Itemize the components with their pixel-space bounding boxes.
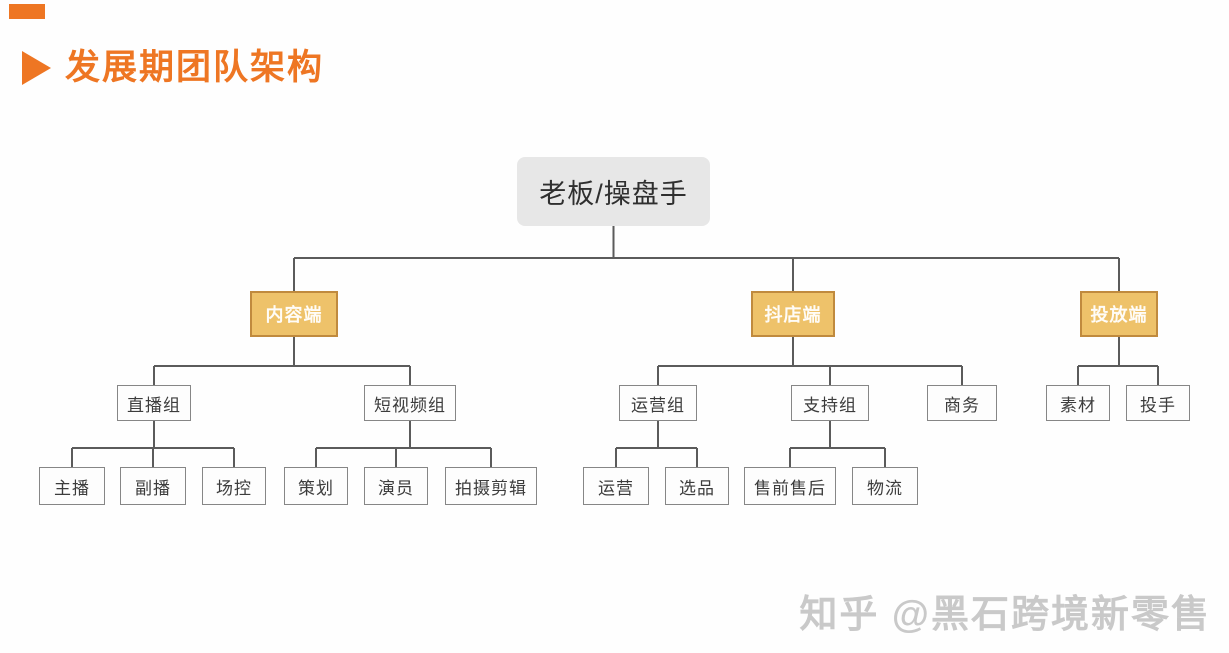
node-media-buyer: 投手 bbox=[1126, 385, 1190, 421]
watermark: 知乎 @黑石跨境新零售 bbox=[799, 594, 1211, 636]
node-livestream-group: 直播组 bbox=[117, 385, 191, 421]
node-operations-group: 运营组 bbox=[619, 385, 697, 421]
node-host: 主播 bbox=[39, 467, 105, 505]
node-content-side: 内容端 bbox=[250, 291, 338, 337]
node-product-selection: 选品 bbox=[665, 467, 729, 505]
node-scene-control: 场控 bbox=[202, 467, 266, 505]
page-header: 发展期团队架构 bbox=[22, 50, 324, 85]
node-actor: 演员 bbox=[364, 467, 428, 505]
node-short-video-group: 短视频组 bbox=[364, 385, 456, 421]
node-co-host: 副播 bbox=[120, 467, 186, 505]
corner-accent-decoration bbox=[9, 4, 45, 19]
node-pre-after-sales: 售前售后 bbox=[744, 467, 836, 505]
node-douyin-shop-side: 抖店端 bbox=[751, 291, 835, 337]
page-title: 发展期团队架构 bbox=[65, 48, 325, 87]
node-logistics: 物流 bbox=[852, 467, 918, 505]
node-ad-placement-side: 投放端 bbox=[1080, 291, 1158, 337]
node-operations: 运营 bbox=[583, 467, 649, 505]
node-boss-operator: 老板/操盘手 bbox=[517, 157, 710, 226]
node-planner: 策划 bbox=[284, 467, 348, 505]
node-business: 商务 bbox=[927, 385, 997, 421]
node-creative-assets: 素材 bbox=[1046, 385, 1110, 421]
title-arrow-icon bbox=[22, 50, 51, 85]
node-shooting-editing: 拍摄剪辑 bbox=[445, 467, 537, 505]
node-support-group: 支持组 bbox=[791, 385, 869, 421]
